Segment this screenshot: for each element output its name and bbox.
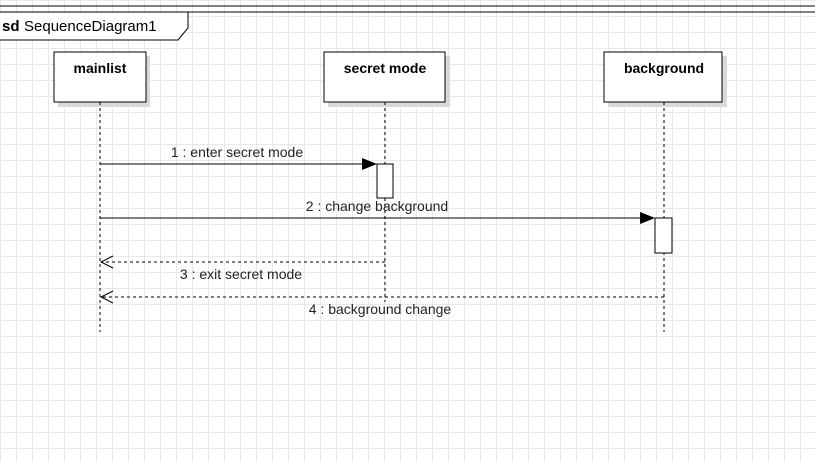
open-arrowhead-icon [99, 290, 114, 304]
lifeline-label: background [624, 60, 704, 76]
message-3[interactable]: 3 : exit secret mode [99, 255, 385, 282]
lifeline-head[interactable] [323, 51, 446, 103]
lifeline-label: mainlist [74, 60, 127, 76]
diagram-frame: sd SequenceDiagram1 [0, 5, 815, 41]
message-label[interactable]: 2 : change background [306, 198, 448, 214]
message-4[interactable]: 4 : background change [99, 290, 664, 317]
message-2[interactable]: 2 : change background [100, 198, 655, 224]
filled-arrowhead-icon [640, 212, 655, 224]
frame-keyword: sd [2, 18, 20, 35]
message-label[interactable]: 1 : enter secret mode [171, 144, 304, 160]
message-1[interactable]: 1 : enter secret mode [100, 144, 377, 170]
lifeline-label: secret mode [344, 60, 427, 76]
filled-arrowhead-icon [362, 158, 377, 170]
message-label[interactable]: 4 : background change [309, 301, 452, 317]
message-label[interactable]: 3 : exit secret mode [180, 266, 302, 282]
activation-bar-background[interactable] [654, 217, 673, 254]
frame-name-tab[interactable] [0, 11, 189, 41]
lifeline-mainlist[interactable]: mainlist [53, 51, 150, 332]
lifeline-secret-mode[interactable]: secret mode [323, 51, 450, 302]
activation-bar-secret-mode[interactable] [376, 163, 394, 199]
lifeline-head[interactable] [53, 51, 147, 103]
lifeline-background[interactable]: background [603, 51, 727, 332]
open-arrowhead-icon [99, 255, 114, 269]
frame-name[interactable]: SequenceDiagram1 [24, 18, 157, 35]
lifeline-head[interactable] [603, 51, 723, 103]
